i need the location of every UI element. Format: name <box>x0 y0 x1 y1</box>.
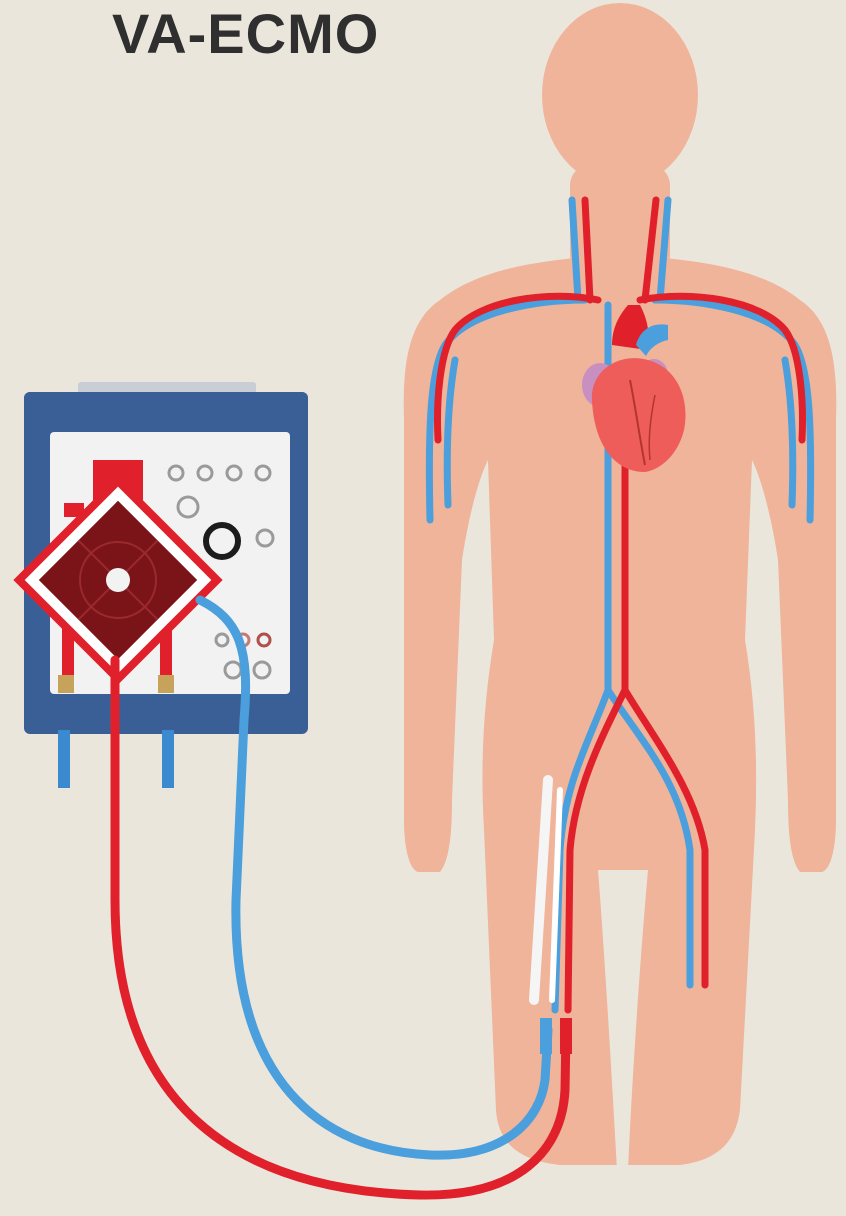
human-silhouette <box>404 3 837 1170</box>
